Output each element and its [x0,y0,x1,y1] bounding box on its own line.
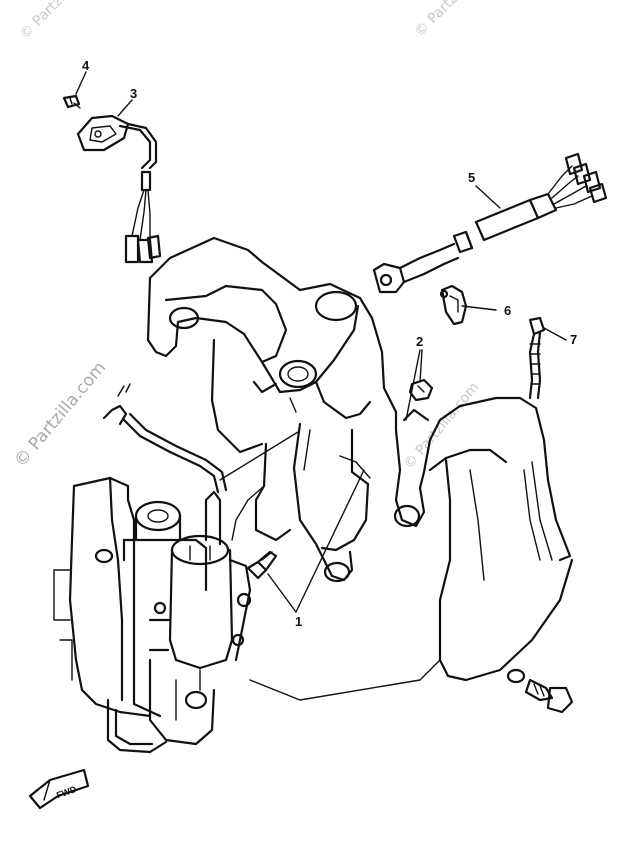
callout-2: 2 [416,334,423,349]
part-6-clamp [439,284,468,326]
watermark-side-center: © Partzilla.com [401,380,483,473]
bolt-washer-lower-right [506,668,574,714]
fwd-label: FWD [55,784,78,801]
watermark-top-left: © Partzilla [17,0,80,43]
part-7-cable-tie [528,316,546,400]
bracket-assembly [146,236,398,583]
part-4-screw [62,94,81,109]
wire-lead-left [102,383,228,521]
leader-lines [75,71,567,613]
part-1-bolt [246,550,278,580]
frame-lines [219,431,441,701]
callout-1: 1 [295,614,302,629]
callout-3: 3 [130,86,137,101]
callout-labels: 1 2 3 4 5 6 7 [82,58,577,629]
callout-5: 5 [468,170,475,185]
fwd-arrow: FWD [28,768,90,810]
callout-6: 6 [504,303,511,318]
callout-7: 7 [570,332,577,347]
power-trim-tilt-unit [53,476,252,754]
part-3-trim-sensor [76,114,162,264]
callout-4: 4 [82,58,90,73]
watermark-top-right: © Partzilla [412,0,475,40]
part-5-wiring-harness [372,152,608,294]
watermark-side-left: © Partzilla.com [11,358,111,471]
part-2-grommet [408,378,434,402]
